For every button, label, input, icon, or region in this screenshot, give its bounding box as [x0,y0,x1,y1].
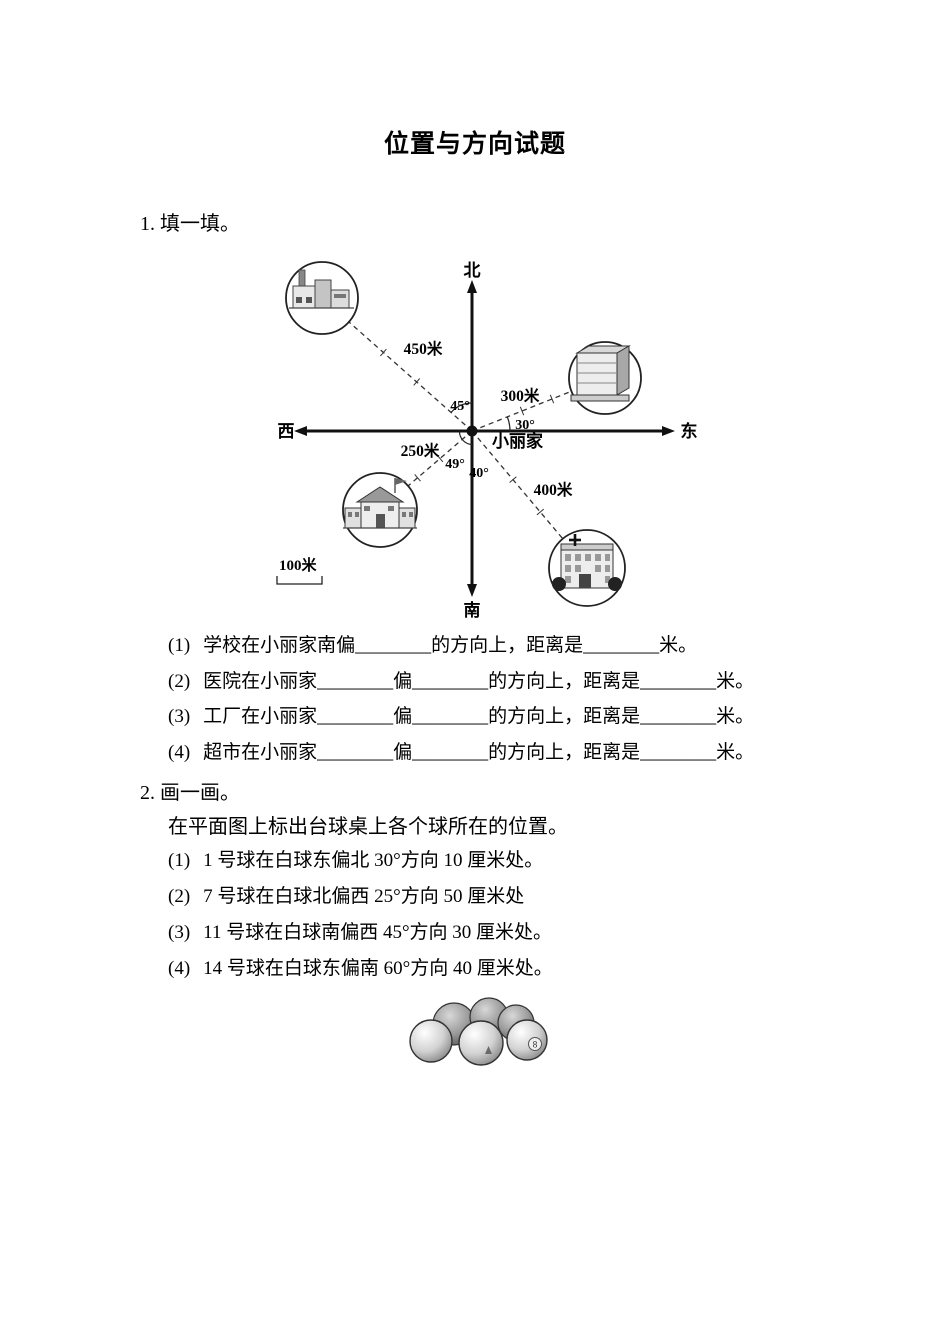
q1-item-4-text: 超市在小丽家________偏________的方向上，距离是________米… [203,741,755,763]
north-label: 北 [464,261,481,280]
angle-arc-30 [506,416,511,432]
south-label: 南 [464,600,481,620]
q1-item-3: (3) 工厂在小丽家________偏________的方向上，距离是_____… [168,702,754,738]
direction-diagram-svg: 北 南 西 东 [276,261,698,620]
question2-prompt: 画一画。 [160,782,240,804]
q2-item-2-text: 7 号球在白球北偏西 25°方向 50 厘米处 [203,886,525,907]
east-arrowhead-icon [662,426,675,436]
q2-item-2: (2) 7 号球在白球北偏西 25°方向 50 厘米处 [168,882,553,918]
q2-item-4-number: (4) [168,958,191,979]
q2-item-1: (1) 1 号球在白球东偏北 30°方向 10 厘米处。 [168,846,553,882]
q1-item-1-text: 学校在小丽家南偏________的方向上，距离是________米。 [203,635,698,656]
question2-heading: 2. 画一画。 [140,776,240,805]
billiard-balls-svg: 8 [409,997,548,1066]
angle-northeast: 30° [515,418,535,433]
angle-arc-45 [450,402,473,413]
question2-items: (1) 1 号球在白球东偏北 30°方向 10 厘米处。 (2) 7 号球在白球… [168,846,553,990]
q1-item-3-number: (3) [168,706,191,728]
q2-item-3-text: 11 号球在白球南偏西 45°方向 30 厘米处。 [203,922,553,943]
ball-front-left [409,1019,453,1063]
scale-label: 100米 [279,556,318,574]
supermarket-icon [568,341,642,415]
home-label: 小丽家 [492,431,543,451]
q2-item-2-number: (2) [168,886,191,907]
angle-arc-49 [458,431,473,446]
ball-front-middle [458,1020,504,1066]
ray-tick-marks [380,348,555,516]
distance-southwest: 250米 [401,441,440,460]
distance-southeast: 400米 [534,480,573,499]
question1-number: 1. [140,213,155,235]
distance-northwest: 450米 [404,339,443,358]
ray-northwest [348,321,473,432]
angle-northwest: 45° [450,399,470,414]
q2-item-4: (4) 14 号球在白球东偏南 60°方向 40 厘米处。 [168,954,553,990]
scale-bar [276,576,323,585]
q1-item-3-text: 工厂在小丽家________偏________的方向上，距离是________米… [203,706,755,728]
east-label: 东 [681,421,698,441]
ball-front-right [506,1019,548,1061]
angle-southeast: 40° [469,466,489,481]
q1-item-1: (1) 学校在小丽家南偏________的方向上，距离是________米。 [168,631,754,667]
question1-heading: 1. 填一填。 [140,207,240,236]
ray-southeast [471,430,564,540]
ball-number-label: 8 [533,1040,538,1050]
q2-item-1-text: 1 号球在白球东偏北 30°方向 10 厘米处。 [203,850,544,871]
factory-icon [285,261,359,335]
q1-item-4: (4) 超市在小丽家________偏________的方向上，距离是_____… [168,738,754,774]
school-icon [342,472,418,548]
q1-item-1-number: (1) [168,635,191,656]
question1-items: (1) 学校在小丽家南偏________的方向上，距离是________米。 (… [168,631,754,773]
q2-item-1-number: (1) [168,850,191,871]
billiard-balls-illustration: 8 [396,997,554,1071]
page-title: 位置与方向试题 [383,130,566,158]
q2-item-4-text: 14 号球在白球东偏南 60°方向 40 厘米处。 [203,958,553,979]
question2-intro: 在平面图上标出台球桌上各个球所在的位置。 [168,816,568,838]
south-arrowhead-icon [467,584,477,597]
q2-item-3-number: (3) [168,922,191,943]
question2-number: 2. [140,782,155,804]
home-point [466,425,478,437]
north-arrowhead-icon [467,280,477,293]
ball-number-badge [528,1037,542,1051]
angle-southwest: 49° [445,457,465,472]
q1-item-2: (2) 医院在小丽家________偏________的方向上，距离是_____… [168,667,754,703]
direction-diagram: 北 南 西 东 [265,250,710,622]
question1-prompt: 填一填。 [160,213,240,235]
distance-northeast: 300米 [501,386,540,405]
q1-item-2-text: 医院在小丽家________偏________的方向上，距离是________米… [203,670,755,692]
hospital-icon [548,529,626,607]
ball-marking-triangle [485,1046,492,1054]
west-arrowhead-icon [294,426,307,436]
q1-item-4-number: (4) [168,741,191,763]
q1-item-2-number: (2) [168,670,191,692]
west-label: 西 [278,422,295,441]
q2-item-3: (3) 11 号球在白球南偏西 45°方向 30 厘米处。 [168,918,553,954]
